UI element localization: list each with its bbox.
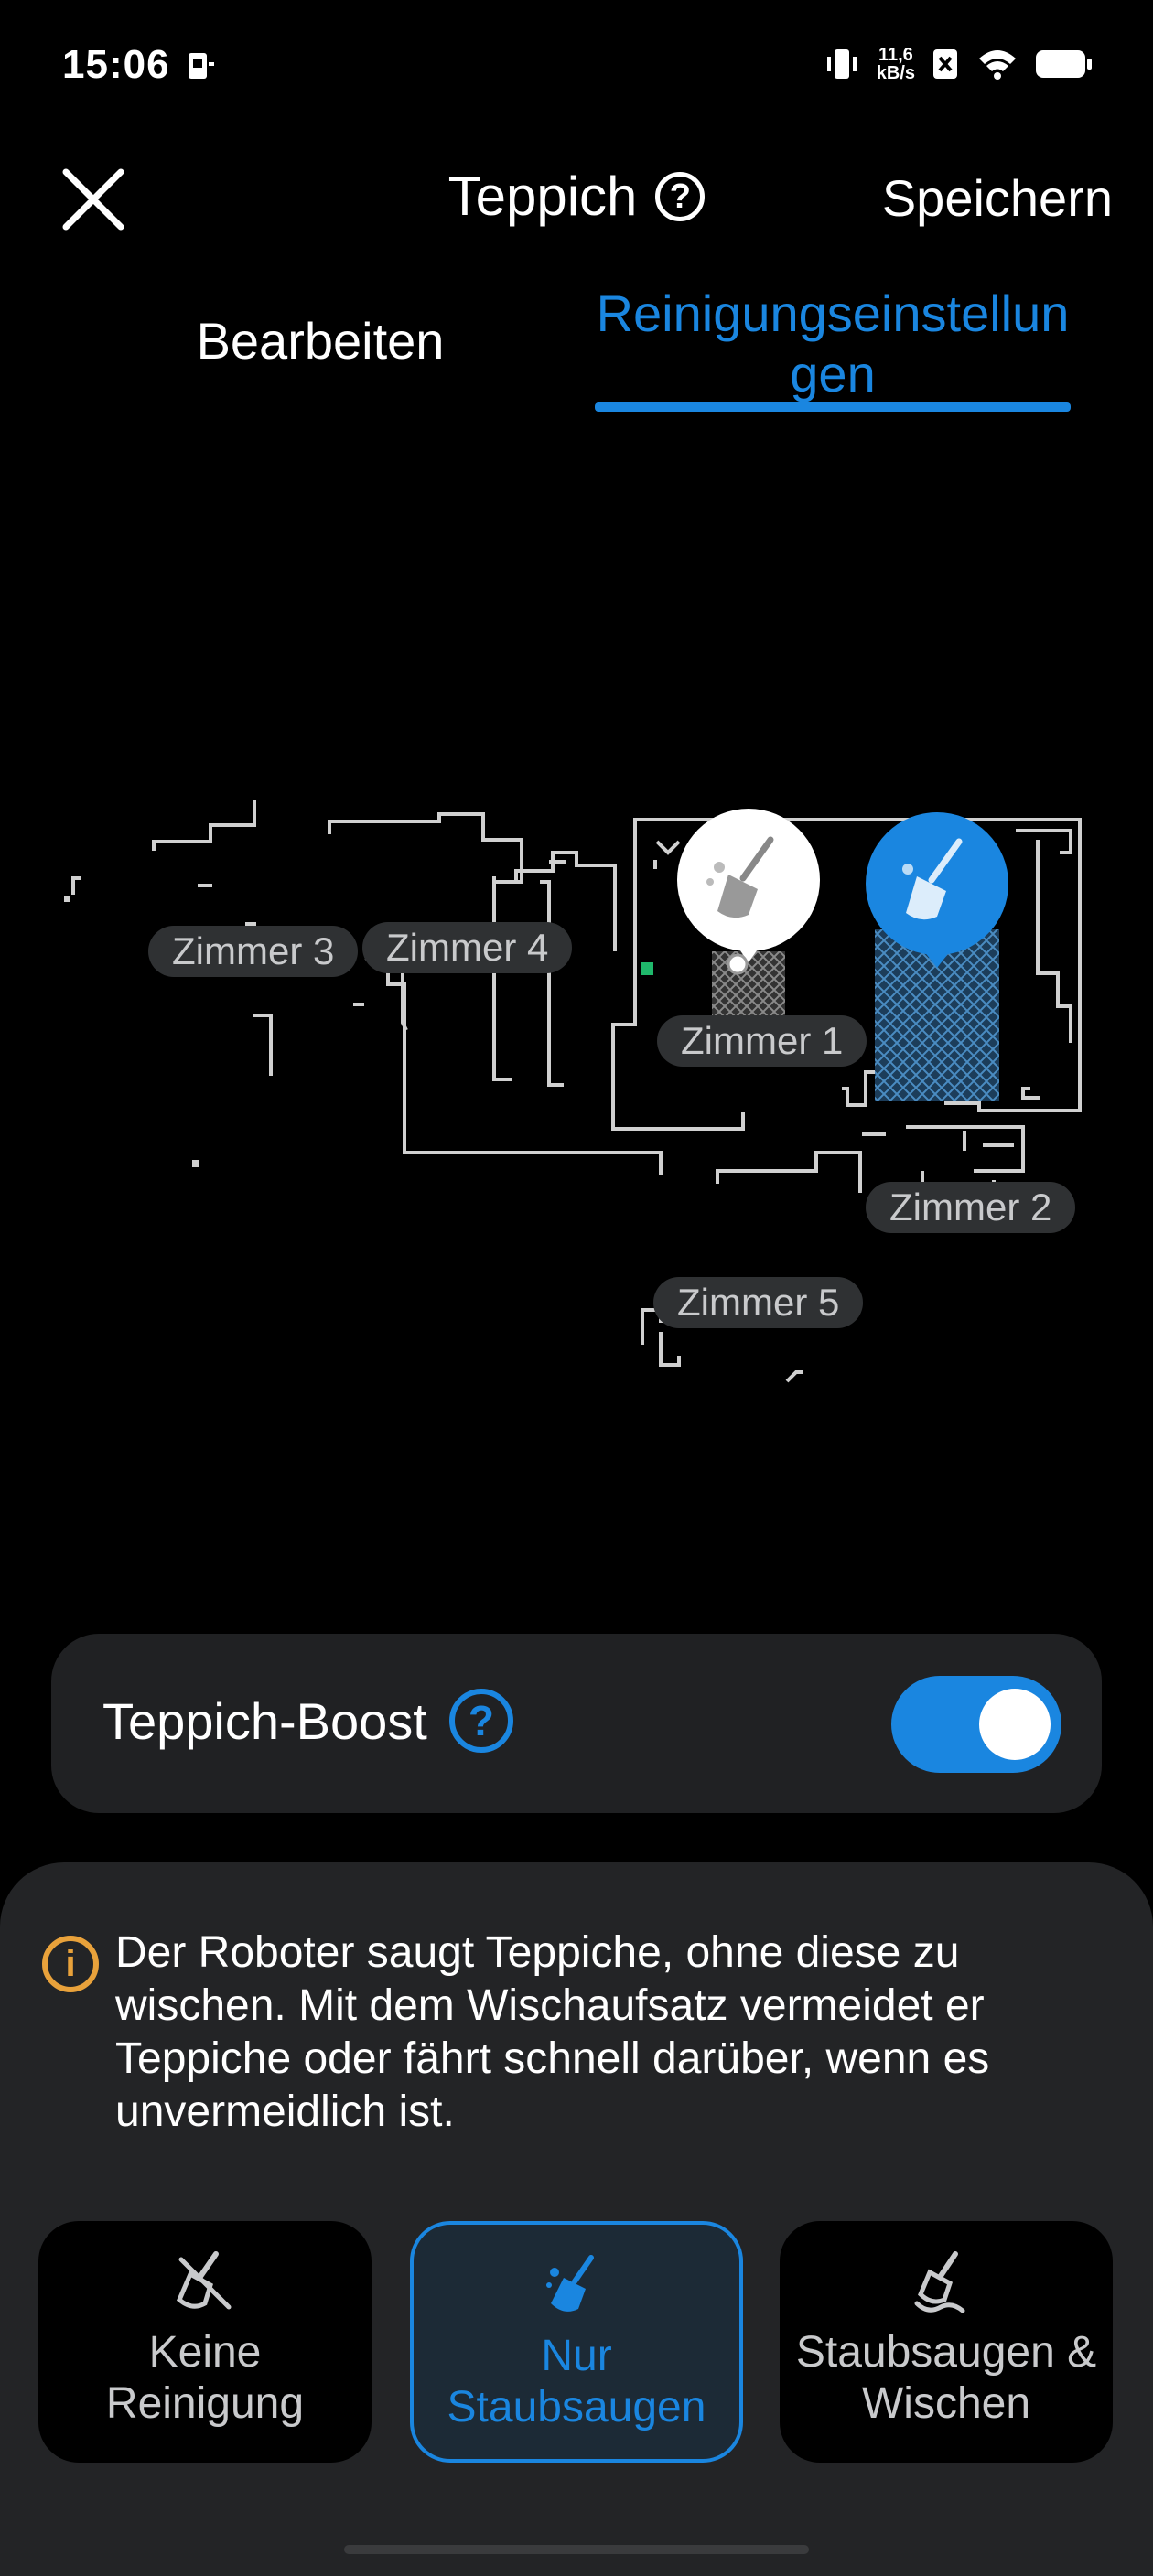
option-vacuum-and-mop-label: Staubsaugen & Wischen xyxy=(795,2328,1097,2428)
option-vacuum-and-mop[interactable]: Staubsaugen & Wischen xyxy=(780,2221,1113,2463)
room-label-zimmer-4[interactable]: Zimmer 4 xyxy=(362,922,573,973)
info-icon: i xyxy=(42,1936,99,1992)
room-label-zimmer-1[interactable]: Zimmer 1 xyxy=(657,1015,867,1067)
carpet-boost-card: Teppich-Boost ? xyxy=(51,1634,1102,1813)
option-vacuum-only-label: Nur Staubsaugen xyxy=(447,2332,706,2431)
floor-map-outline xyxy=(64,800,1082,1383)
save-button[interactable]: Speichern xyxy=(881,169,1113,227)
room-label-zimmer-5[interactable]: Zimmer 5 xyxy=(653,1277,864,1328)
option-no-cleaning-label: Keine Reinigung xyxy=(105,2328,305,2428)
carpet-boost-help-icon[interactable]: ? xyxy=(448,1689,513,1753)
vacuum-icon xyxy=(546,2255,594,2312)
room-label-zimmer-2[interactable]: Zimmer 2 xyxy=(866,1182,1076,1233)
floor-map[interactable]: Zimmer 3 Zimmer 4 Zimmer 1 Zimmer 2 Zimm… xyxy=(0,787,1153,1445)
tab-cleaning-settings-line1: Reinigungseinstellun xyxy=(596,284,1070,342)
room-label-zimmer-3[interactable]: Zimmer 3 xyxy=(148,926,359,977)
close-button[interactable] xyxy=(57,163,130,236)
option-vacuum-only[interactable]: Nur Staubsaugen xyxy=(410,2221,743,2463)
status-icons: 11,6 kB/s xyxy=(824,46,1093,82)
tab-cleaning-settings-line2: gen xyxy=(790,345,876,402)
net-speed: 11,6 kB/s xyxy=(876,45,915,83)
no-sim-icon xyxy=(933,49,957,79)
no-clean-icon xyxy=(176,2251,232,2310)
tab-edit[interactable]: Bearbeiten xyxy=(196,312,445,370)
toggle-knob xyxy=(979,1689,1051,1760)
vacuum-mop-icon xyxy=(914,2251,965,2313)
cleaning-mode-sheet: i Der Roboter saugt Teppiche, ohne diese… xyxy=(0,1862,1153,2576)
carpet-boost-label: Teppich-Boost xyxy=(102,1691,427,1750)
tab-cleaning-settings[interactable]: Reinigungseinstellun gen xyxy=(586,284,1080,404)
active-tab-indicator xyxy=(595,402,1071,412)
sim-icon xyxy=(189,53,214,79)
page-title: Teppich ? xyxy=(448,165,706,228)
home-indicator[interactable] xyxy=(344,2545,809,2554)
option-no-cleaning[interactable]: Keine Reinigung xyxy=(38,2221,372,2463)
vibrate-icon xyxy=(826,49,857,79)
page-title-text: Teppich xyxy=(447,166,638,227)
info-text: Der Roboter saugt Teppiche, ohne diese z… xyxy=(115,1928,990,2136)
carpet-marker-unselected[interactable] xyxy=(677,809,820,975)
carpet-marker-selected[interactable] xyxy=(866,812,1008,968)
help-icon[interactable]: ? xyxy=(655,171,706,221)
wifi-icon xyxy=(979,50,1016,80)
header-title-wrap: Teppich ? xyxy=(0,165,1153,228)
battery-icon xyxy=(1036,50,1092,78)
carpet-boost-row: Teppich-Boost ? xyxy=(102,1689,513,1753)
status-time: 15:06 xyxy=(62,42,170,87)
carpet-boost-toggle[interactable] xyxy=(891,1676,1061,1773)
